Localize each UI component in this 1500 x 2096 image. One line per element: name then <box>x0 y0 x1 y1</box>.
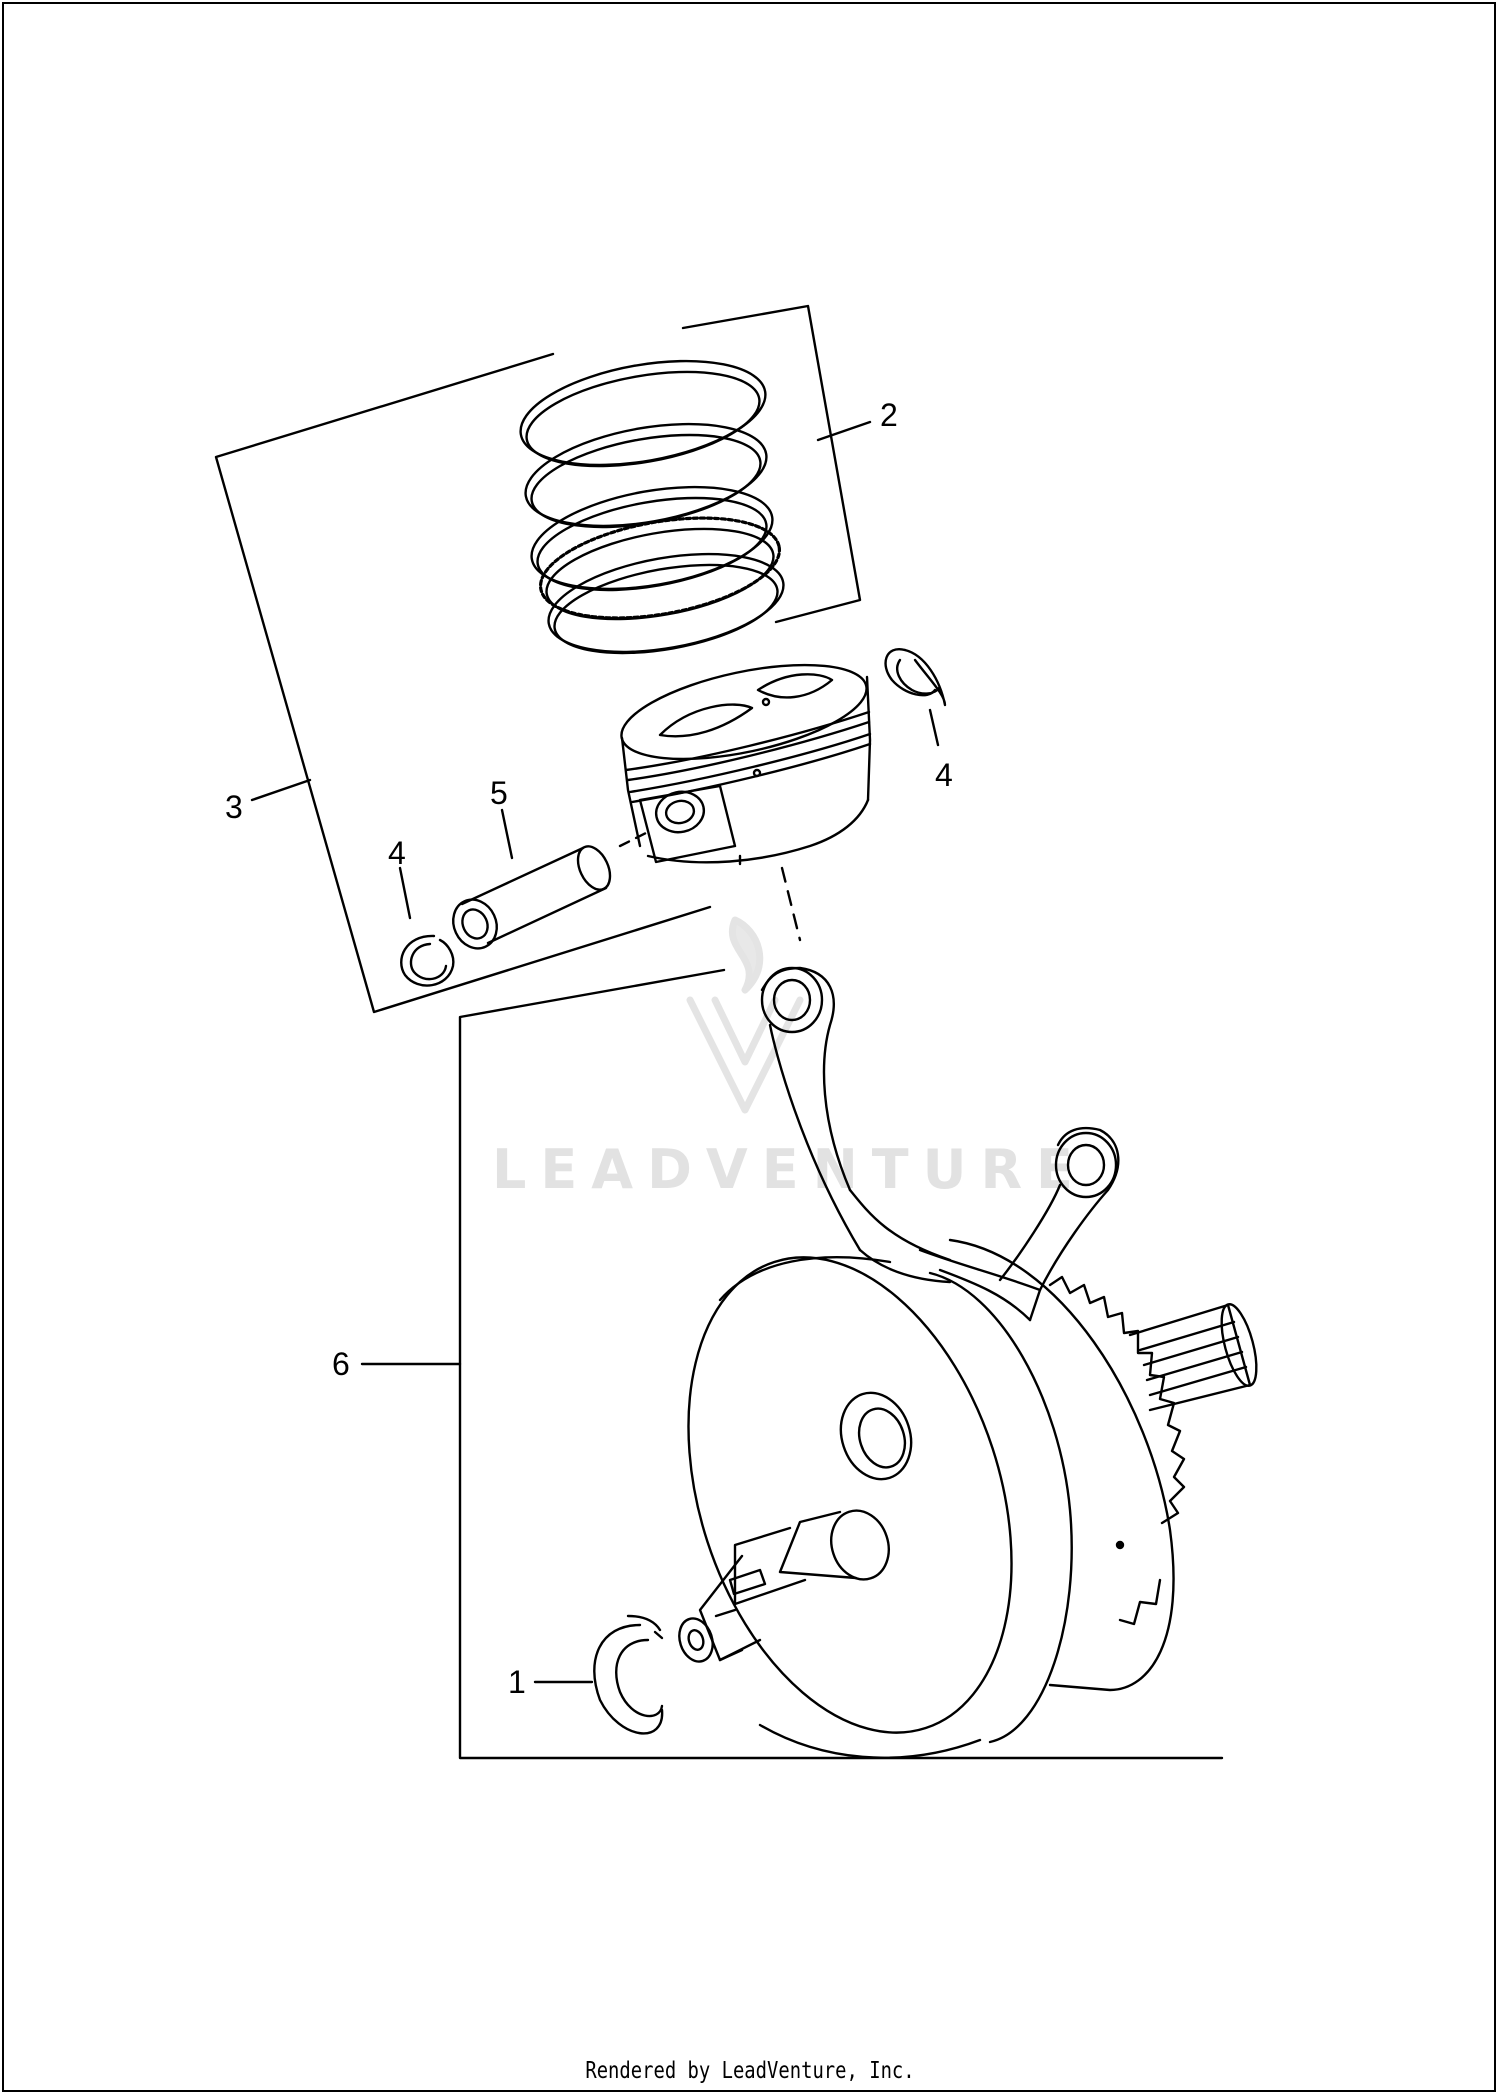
callout-1: 1 <box>508 1664 594 1700</box>
callout-label: 3 <box>225 789 243 825</box>
pin-circlip-right <box>884 648 947 707</box>
callout-4-right: 4 <box>928 708 953 793</box>
flywheel-crankshaft <box>678 1238 1258 1759</box>
connecting-rods <box>760 966 1120 1322</box>
callout-label: 2 <box>880 397 898 433</box>
callout-6: 6 <box>332 1346 462 1382</box>
callout-label: 6 <box>332 1346 350 1382</box>
callout-4-left: 4 <box>388 835 412 920</box>
flywheel-assembly-bracket <box>458 968 1224 1760</box>
callout-3: 3 <box>225 778 312 825</box>
piston <box>620 663 872 866</box>
watermark-text: LEADVENTURE <box>492 1138 1087 1201</box>
callout-label: 5 <box>490 775 508 811</box>
footer-credit: Rendered by LeadVenture, Inc. <box>585 2058 915 2084</box>
callout-label: 4 <box>388 835 406 871</box>
piston-pin <box>452 830 650 950</box>
piston-kit-bracket <box>214 304 862 1014</box>
callout-label: 1 <box>508 1664 526 1700</box>
flywheel-retaining-ring <box>593 1614 664 1735</box>
callout-2: 2 <box>816 397 898 442</box>
pin-circlip-left <box>400 934 455 987</box>
callout-5: 5 <box>490 775 514 860</box>
piston-rings <box>519 359 785 655</box>
watermark-logo-icon <box>686 916 804 1114</box>
watermark: LEADVENTURE <box>492 916 1087 1201</box>
callout-label: 4 <box>935 757 953 793</box>
